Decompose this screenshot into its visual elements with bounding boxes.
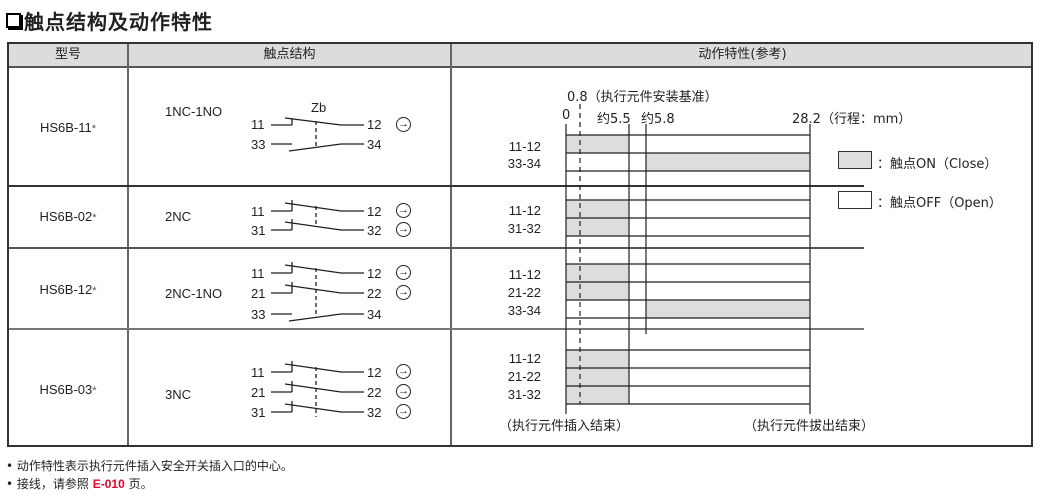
timing-chart xyxy=(565,104,811,414)
model-hs6b-02: HS6B-02* xyxy=(39,209,97,224)
timing-label: 11-12 xyxy=(508,139,541,154)
terminal-label: 12 xyxy=(367,266,382,281)
column-divider xyxy=(450,44,452,445)
section-title: 触点结构及动作特性 xyxy=(6,6,213,35)
timing-label: 31-32 xyxy=(507,387,541,402)
terminal-label: 33 xyxy=(251,307,266,322)
terminal-label: 11 xyxy=(251,365,265,380)
timing-label: 33-34 xyxy=(507,303,541,318)
zb-label: Zb xyxy=(311,100,327,115)
row-divider xyxy=(9,328,864,330)
contact-diagram-3nc xyxy=(271,361,364,417)
axis-5-8: 约5.8 xyxy=(641,112,675,127)
timing-label: 33-34 xyxy=(507,156,541,171)
contact-diagram-2nc xyxy=(271,200,364,231)
axis-5-5: 约5.5 xyxy=(597,112,631,127)
terminal-label: 31 xyxy=(251,223,266,238)
row-divider xyxy=(9,247,864,249)
terminal-label: 22 xyxy=(367,385,382,400)
header-operating-characteristics: 动作特性(参考) xyxy=(698,47,787,62)
positive-opening-icon: → xyxy=(396,285,411,300)
contact-type: 2NC-1NO xyxy=(165,286,223,301)
timing-label: 11-12 xyxy=(508,203,541,218)
terminal-label: 32 xyxy=(367,223,382,238)
axis-ref-label: 0.8（执行元件安装基准） xyxy=(567,90,718,105)
terminal-label: 31 xyxy=(251,405,266,420)
contact-type: 1NC-1NO xyxy=(165,104,223,119)
contact-type: 3NC xyxy=(165,387,192,402)
header-contact-structure: 触点结构 xyxy=(263,47,316,62)
positive-opening-icon: → xyxy=(396,265,411,280)
terminal-label: 12 xyxy=(367,365,382,380)
pull-end-label: （执行元件拔出结束） xyxy=(744,419,875,434)
terminal-label: 33 xyxy=(251,137,266,152)
model-hs6b-03: HS6B-03* xyxy=(39,382,97,397)
axis-zero: 0 xyxy=(562,108,571,123)
contact-diagram-1nc-1no xyxy=(271,117,364,152)
timing-label: 21-22 xyxy=(507,285,541,300)
terminal-label: 34 xyxy=(367,137,382,152)
positive-opening-icon: → xyxy=(396,384,411,399)
terminal-label: 11 xyxy=(251,204,265,219)
terminal-label: 32 xyxy=(367,405,382,420)
page-reference-link[interactable]: E-010 xyxy=(92,477,125,491)
terminal-label: 11 xyxy=(251,266,265,281)
positive-opening-icon: → xyxy=(396,203,411,218)
timing-label: 31-32 xyxy=(507,221,541,236)
contact-diagram-2nc-1no xyxy=(271,262,364,322)
terminal-label: 21 xyxy=(251,385,266,400)
contact-type: 2NC xyxy=(165,209,192,224)
note-1: • 动作特性表示执行元件插入安全开关插入口的中心。 xyxy=(6,459,293,473)
timing-label: 21-22 xyxy=(507,369,541,384)
note-2: • 接线，请参照 E-010 页。 xyxy=(6,477,153,491)
positive-opening-icon: → xyxy=(396,117,411,132)
timing-label: 11-12 xyxy=(508,267,541,282)
terminal-label: 11 xyxy=(251,117,265,132)
terminal-label: 21 xyxy=(251,286,266,301)
table-header: 型号 触点结构 动作特性(参考) xyxy=(9,44,1031,68)
legend-on-label: ：触点ON（Close） xyxy=(877,157,998,172)
axis-end: 28.2（行程：mm） xyxy=(792,112,912,127)
row-divider xyxy=(9,185,864,187)
column-divider xyxy=(127,44,129,445)
insert-end-label: （执行元件插入结束） xyxy=(499,419,630,434)
positive-opening-icon: → xyxy=(396,222,411,237)
terminal-label: 22 xyxy=(367,286,382,301)
model-hs6b-11: HS6B-11* xyxy=(39,120,97,135)
terminal-label: 34 xyxy=(367,307,382,322)
checkbox-bullet-icon xyxy=(6,13,21,28)
terminal-label: 12 xyxy=(367,204,382,219)
model-hs6b-12: HS6B-12* xyxy=(39,282,97,297)
positive-opening-icon: → xyxy=(396,364,411,379)
terminal-label: 12 xyxy=(367,117,382,132)
legend-on-swatch xyxy=(838,151,872,169)
contact-table: 型号 触点结构 动作特性(参考) HS6B-11* HS6B-02* HS6B-… xyxy=(7,42,1033,447)
header-model: 型号 xyxy=(54,47,81,62)
timing-label: 11-12 xyxy=(508,351,541,366)
legend-off-swatch xyxy=(838,191,872,209)
positive-opening-icon: → xyxy=(396,404,411,419)
legend-off-label: ：触点OFF（Open） xyxy=(877,196,1002,211)
